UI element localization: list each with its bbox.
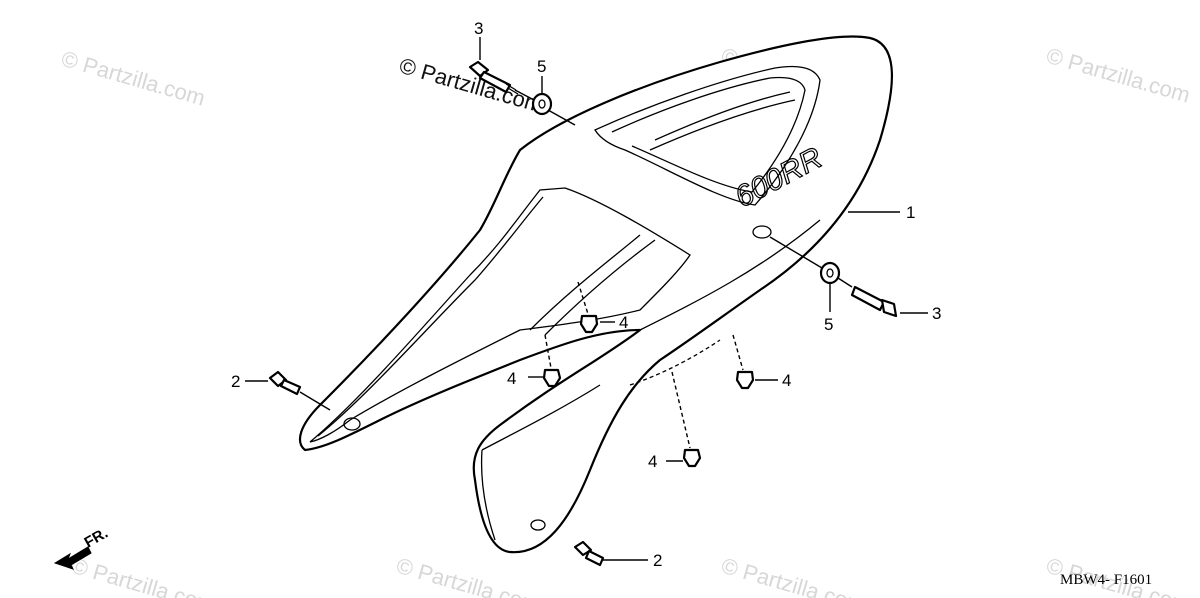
mount-hole-front: [530, 519, 546, 531]
grab-bar: [649, 91, 796, 151]
washer-right: [819, 261, 841, 285]
leader-lines: [245, 37, 928, 561]
callouts: 1 2 2 3 3 4 4 4 4 5 5: [231, 19, 941, 570]
bolt-top: [468, 60, 519, 95]
screw-left: [268, 370, 302, 396]
callout-3-right: 3: [932, 304, 941, 323]
cowl-left-rail-inner: [317, 196, 544, 437]
cowl-side-line: [639, 219, 821, 331]
seat-opening-inner: [611, 76, 806, 193]
callout-4-middle: 4: [507, 369, 516, 388]
seat-opening: [594, 65, 821, 206]
clip-middle: [542, 368, 562, 388]
watermark-bottom-center-left: © Partzilla.com: [394, 553, 543, 598]
callout-3-top: 3: [474, 19, 483, 38]
callout-4-upper: 4: [619, 313, 628, 332]
clip-lower: [682, 448, 702, 468]
cowl-left-rail: [309, 187, 691, 443]
callout-2-left: 2: [231, 372, 240, 391]
watermark-main: © Partzilla.com: [397, 53, 546, 118]
callout-5-right: 5: [824, 315, 833, 334]
cowl-lower-edge: [629, 339, 721, 386]
watermark-bottom-center-right: © Partzilla.com: [719, 553, 868, 598]
clip-upper: [579, 314, 599, 334]
screw-bottom: [573, 540, 605, 567]
cowl-strut: [529, 234, 656, 336]
mount-hole-left: [343, 417, 361, 431]
mount-hole-right: [752, 225, 772, 239]
diagram-code: MBW4- F1601: [1060, 572, 1152, 588]
front-label: FR.: [82, 525, 111, 552]
watermark-top-left: © Partzilla.com: [59, 46, 208, 111]
callout-5-top: 5: [537, 57, 546, 76]
callout-2-bottom: 2: [653, 551, 662, 570]
callout-4-right: 4: [782, 371, 791, 390]
bolt-right: [850, 285, 898, 318]
front-arrow-icon: [53, 546, 92, 570]
clip-right: [735, 370, 755, 390]
cowl-front-panel: [480, 384, 601, 541]
cowl-outer-shell: [298, 35, 893, 554]
watermark-top-right: © Partzilla.com: [1044, 43, 1193, 108]
callout-4-lower: 4: [648, 452, 657, 471]
rear-seat-cowl: 600RR: [298, 35, 893, 554]
callout-1: 1: [906, 203, 915, 222]
watermark-bottom-left: © Partzilla.com: [69, 553, 218, 598]
fasteners: [268, 60, 898, 567]
washer-top: [531, 92, 553, 116]
